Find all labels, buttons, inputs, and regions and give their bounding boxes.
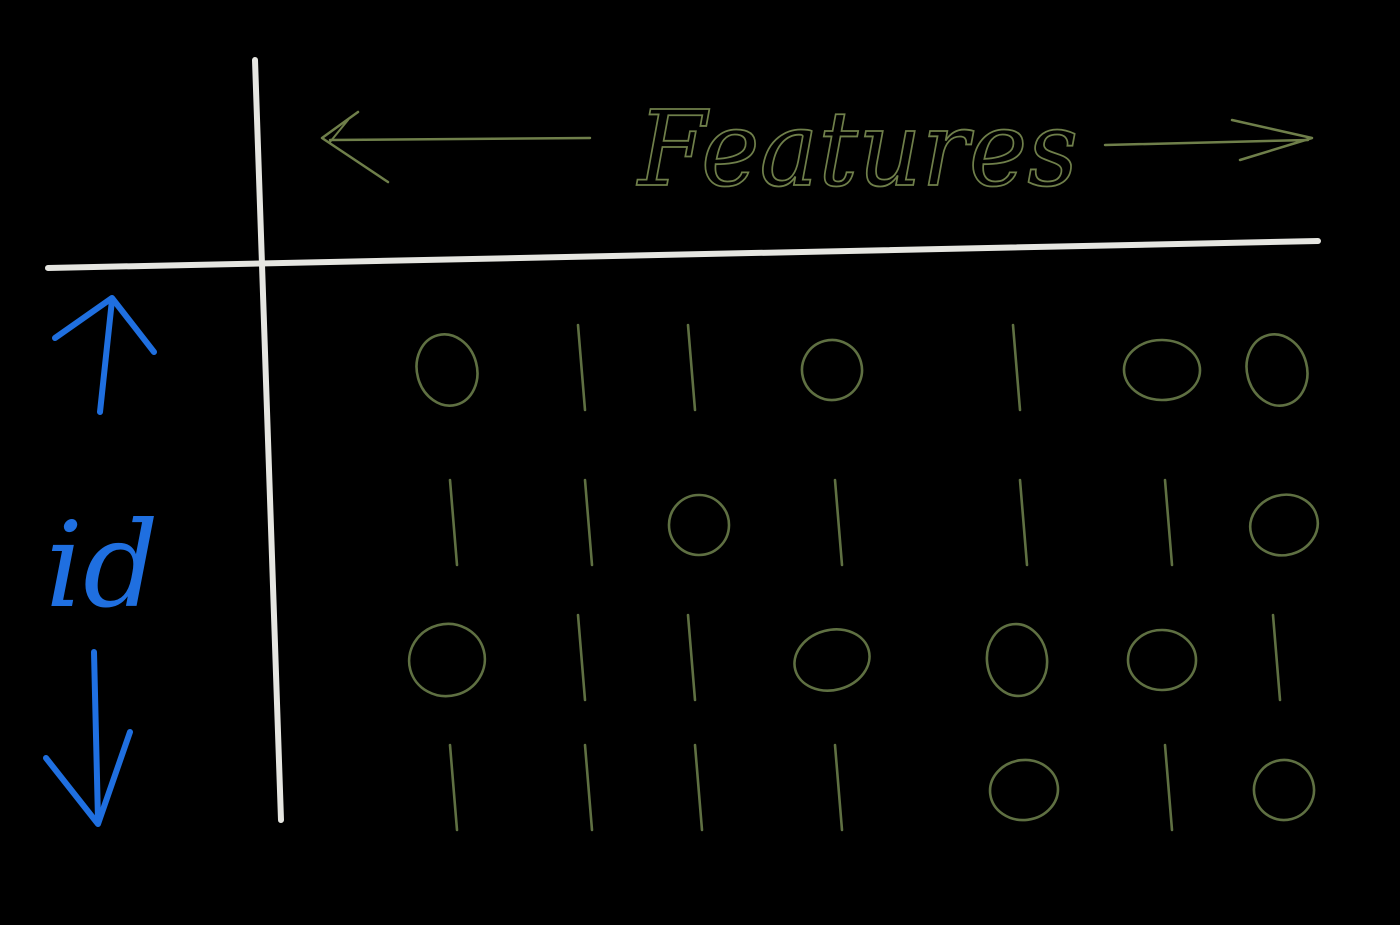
matrix-digit-zero [1122,338,1202,402]
matrix-digit-one [583,743,594,832]
id-axis: id [43,295,159,827]
matrix-digit-one [576,323,587,412]
matrix-digit-zero [1126,628,1198,692]
vertical-divider [252,57,284,823]
matrix-digit-zero [793,628,871,692]
matrix-digit-zero [800,338,864,402]
matrix-digit-zero [985,622,1049,698]
matrix-digit-zero [667,493,731,557]
right-arrow-icon [1103,118,1314,162]
matrix-digit-zero [1252,758,1316,822]
matrix-digit-zero [988,758,1060,822]
matrix-digit-one [448,478,459,567]
matrix-digit-one [1011,323,1022,412]
matrix-digit-one [576,613,587,702]
matrix-digit-zero [1245,333,1309,407]
matrix-digit-one [1018,478,1029,567]
matrix-digit-zero [1248,493,1320,557]
matrix-digit-one [1163,743,1174,832]
table-dividers [45,57,1321,823]
up-arrow-icon [52,295,157,415]
matrix-digit-zero [407,622,487,698]
matrix-digit-one [1271,613,1282,702]
matrix-digit-one [833,478,844,567]
matrix-digit-one [693,743,704,832]
id-label: id [45,496,158,634]
features-label: Features [636,88,1078,210]
binary-matrix [407,323,1320,832]
matrix-digit-one [833,743,844,832]
down-arrow-icon [43,649,133,827]
matrix-digit-zero [415,333,479,407]
matrix-digit-one [686,613,697,702]
matrix-digit-one [583,478,594,567]
matrix-digit-one [448,743,459,832]
matrix-digit-one [1163,478,1174,567]
features-header: Features [320,87,1314,211]
left-arrow-icon [320,110,592,184]
matrix-digit-one [686,323,697,412]
horizontal-divider [45,238,1321,271]
